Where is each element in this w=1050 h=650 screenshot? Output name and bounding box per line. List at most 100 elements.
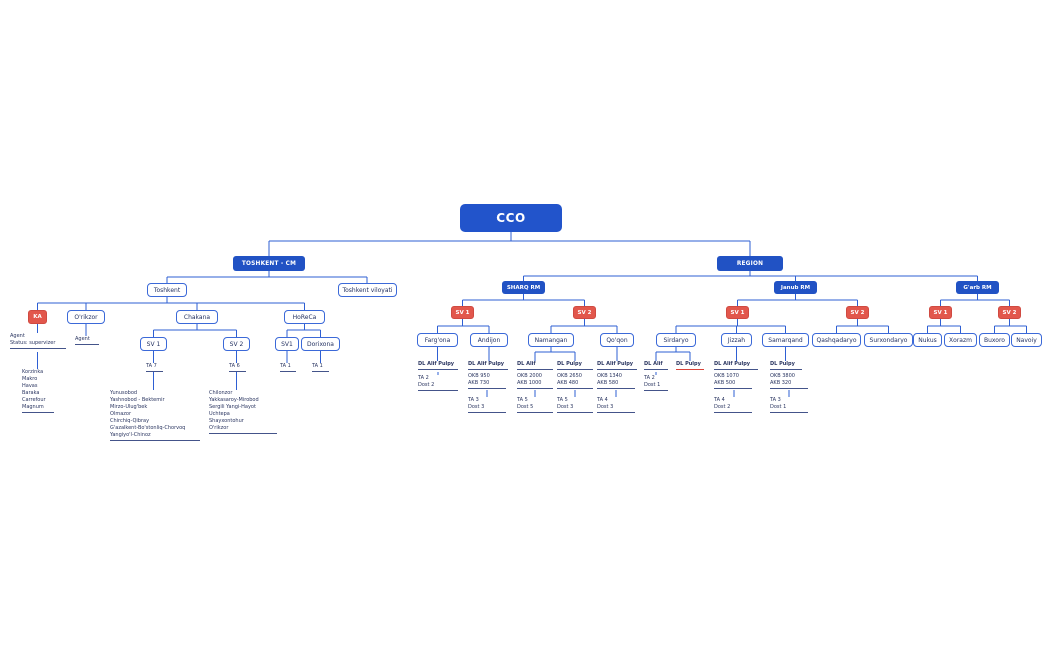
node-nukus[interactable]: Nukus (913, 333, 942, 347)
list-line: Baraka (22, 390, 40, 396)
node-toshkent-cm[interactable]: TOSHKENT - CM (233, 256, 305, 271)
chakana-sv1-ta-count: TA 7 (146, 363, 163, 372)
node-andijon[interactable]: Andijon (470, 333, 508, 347)
node-horeca-sv1[interactable]: SV1 (275, 337, 299, 351)
node-region[interactable]: REGION (717, 256, 783, 271)
list-line: TA 4 (714, 397, 725, 403)
node-sharq-rm[interactable]: SHARQ RM (502, 281, 545, 294)
node-janub-rm[interactable]: Janub RM (774, 281, 817, 294)
list-line: OKB 2650 (557, 373, 582, 379)
node-qoqon[interactable]: Qo'qon (600, 333, 634, 347)
node-buxoro[interactable]: Buxoro (979, 333, 1010, 347)
node-sirdaryo[interactable]: Sirdaryo (656, 333, 696, 347)
fargona-dl-label: DL Alif Pulpy (418, 361, 458, 370)
node-chakana[interactable]: Chakana (176, 310, 218, 324)
list-line: Dost 3 (557, 404, 574, 410)
node-garb-sv1[interactable]: SV 1 (929, 306, 952, 319)
list-line: OKB 2000 (517, 373, 542, 379)
node-janub-sv1[interactable]: SV 1 (726, 306, 749, 319)
node-toshkent-viloyati[interactable]: Toshkent viloyati (338, 283, 397, 297)
list-line: Makro (22, 376, 38, 382)
list-line: Dost 1 (644, 382, 661, 388)
node-orikzor[interactable]: O'rikzor (67, 310, 105, 324)
node-toshkent[interactable]: Toshkent (147, 283, 187, 297)
list-line: TA 2 (644, 375, 655, 381)
list-line: Dost 3 (468, 404, 485, 410)
andijon-dl-label: DL Alif Pulpy (468, 361, 508, 370)
list-line: TA 5 (517, 397, 528, 403)
node-horeca[interactable]: HoReCa (284, 310, 325, 324)
list-line: Olmazor (110, 411, 131, 417)
list-line: Shayxontohur (209, 418, 244, 424)
list-line: AKB 500 (714, 380, 736, 386)
list-line: AKB 730 (468, 380, 490, 386)
node-surxondaryo[interactable]: Surxondaryo (864, 333, 913, 347)
list-line: Dost 5 (517, 404, 534, 410)
node-xorazm[interactable]: Xorazm (944, 333, 977, 347)
samarqand-dl-label: DL Pulpy (770, 361, 802, 370)
sirdaryo-alif-dl-label: DL Alif (644, 361, 668, 370)
list-line: Korzinka (22, 369, 44, 375)
node-jizzah[interactable]: Jizzah (721, 333, 752, 347)
list-line: Chilonzor (209, 390, 233, 396)
list-line: Dost 2 (418, 382, 435, 388)
list-line: Status: supervizer (10, 340, 56, 346)
list-line: TA 3 (770, 397, 781, 403)
node-dorixona[interactable]: Dorixona (301, 337, 340, 351)
list-line: OKB 950 (468, 373, 490, 379)
list-line: G'azalkent-Bo'stonliq-Chorvoq (110, 425, 186, 431)
list-line: Havas (22, 383, 38, 389)
list-line: Sergili Yangi-Hayot (209, 404, 256, 410)
node-sharq-sv1[interactable]: SV 1 (451, 306, 474, 319)
list-line: Mirzo-Ulug'bek (110, 404, 148, 410)
node-sharq-sv2[interactable]: SV 2 (573, 306, 596, 319)
list-line: AKB 320 (770, 380, 792, 386)
jizzah-dl-label: DL Alif Pulpy (714, 361, 758, 370)
list-line: OKB 3800 (770, 373, 795, 379)
list-line: AKB 480 (557, 380, 579, 386)
node-fargona[interactable]: Farg'ona (417, 333, 458, 347)
node-samarqand[interactable]: Samarqand (762, 333, 809, 347)
node-chakana-sv1[interactable]: SV 1 (140, 337, 167, 351)
node-cco[interactable]: CCO (460, 204, 562, 232)
list-line: Dost 2 (714, 404, 731, 410)
list-line: O'rikzor (209, 425, 229, 431)
list-line: AKB 580 (597, 380, 619, 386)
node-navoiy[interactable]: Navoiy (1011, 333, 1042, 347)
node-chakana-sv2[interactable]: SV 2 (223, 337, 250, 351)
qoqon-dl-label: DL Alif Pulpy (597, 361, 637, 370)
list-line: Dost 3 (597, 404, 614, 410)
list-line: Chirchiq-Qibray (110, 418, 150, 424)
node-garb-rm[interactable]: G'arb RM (956, 281, 999, 294)
list-line: Carrefour (22, 397, 46, 403)
node-qashqadaryo[interactable]: Qashqadaryo (812, 333, 861, 347)
list-line: Agent (10, 333, 25, 339)
node-namangan[interactable]: Namangan (528, 333, 574, 347)
dorixona-ta-count: TA 1 (312, 363, 329, 372)
list-line: TA 2 (418, 375, 429, 381)
node-ka[interactable]: KA (28, 310, 47, 324)
list-line: Yashnobod - Bektemir (110, 397, 165, 403)
namangan-alif-dl-label: DL Alif (517, 361, 553, 370)
node-janub-sv2[interactable]: SV 2 (846, 306, 869, 319)
list-line: TA 5 (557, 397, 568, 403)
list-line: Yakkasaroy-Mirobod (209, 397, 259, 403)
chakana-sv2-ta-count: TA 6 (229, 363, 246, 372)
horeca-sv1-ta-count: TA 1 (280, 363, 296, 372)
node-garb-sv2[interactable]: SV 2 (998, 306, 1021, 319)
